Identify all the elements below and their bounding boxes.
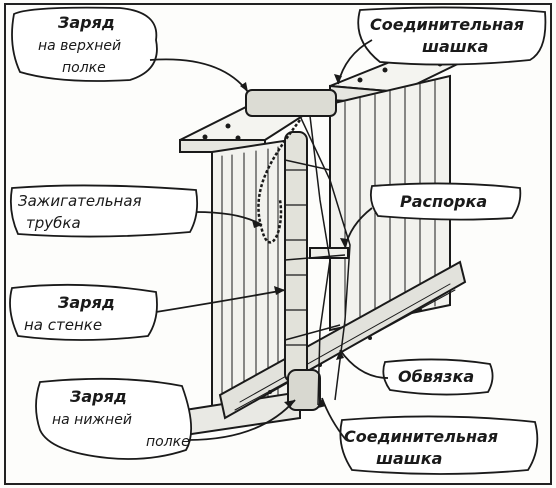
ignition-tube-line1: Зажигательная: [18, 192, 142, 210]
bottom-connector-line1: Соединительная: [344, 427, 498, 446]
top-shelf-charge-block: [245, 89, 337, 117]
callout-bubbles: [9, 6, 547, 475]
bottom-charge-line3: полке: [146, 434, 190, 450]
ignition-tube-line2: трубка: [26, 214, 81, 232]
binding-label: Обвязка: [398, 367, 474, 386]
wall-charge-line1: Заряд: [57, 293, 115, 312]
callout-labels: Заряд на верхней полке Соединительная ша…: [18, 13, 524, 468]
arrow-binding: [339, 349, 389, 379]
top-charge-line2: на верхней: [38, 38, 121, 54]
bubble-bottom-charge: [35, 377, 193, 460]
bubble-top-charge: [11, 6, 158, 82]
bottom-connector-line2: шашка: [376, 449, 442, 468]
charge-segments: [285, 169, 307, 346]
bubble-ignition-tube: [9, 184, 199, 238]
ignition-tube-cord: [257, 119, 302, 244]
top-connector-line2: шашка: [422, 37, 488, 56]
arrow-top-charge: [149, 58, 249, 93]
charges: [245, 89, 337, 411]
arrow-bottom-charge: [187, 399, 296, 441]
bottom-shelf-charge-block: [287, 369, 321, 411]
arrow-ignition-tube: [195, 211, 263, 226]
top-charge-line3: полке: [62, 60, 106, 76]
bubble-spacer: [369, 182, 522, 221]
top-connector-line1: Соединительная: [370, 15, 524, 34]
arrow-heads: [240, 74, 348, 408]
top-charge-line1: Заряд: [57, 13, 115, 32]
bubble-bottom-connector: [339, 415, 539, 475]
bottom-charge-line1: Заряд: [69, 387, 127, 406]
bubble-binding: [382, 358, 494, 396]
binding-cords: [284, 115, 351, 406]
bubble-wall-charge: [9, 283, 158, 341]
spacer-label: Распорка: [400, 192, 487, 211]
arrow-wall-charge: [155, 289, 286, 313]
bubble-top-connector: [357, 6, 547, 66]
outer-frame: [4, 3, 552, 485]
wall-charge-line2: на стенке: [24, 316, 102, 334]
bottom-charge-line2: на нижней: [52, 412, 132, 428]
